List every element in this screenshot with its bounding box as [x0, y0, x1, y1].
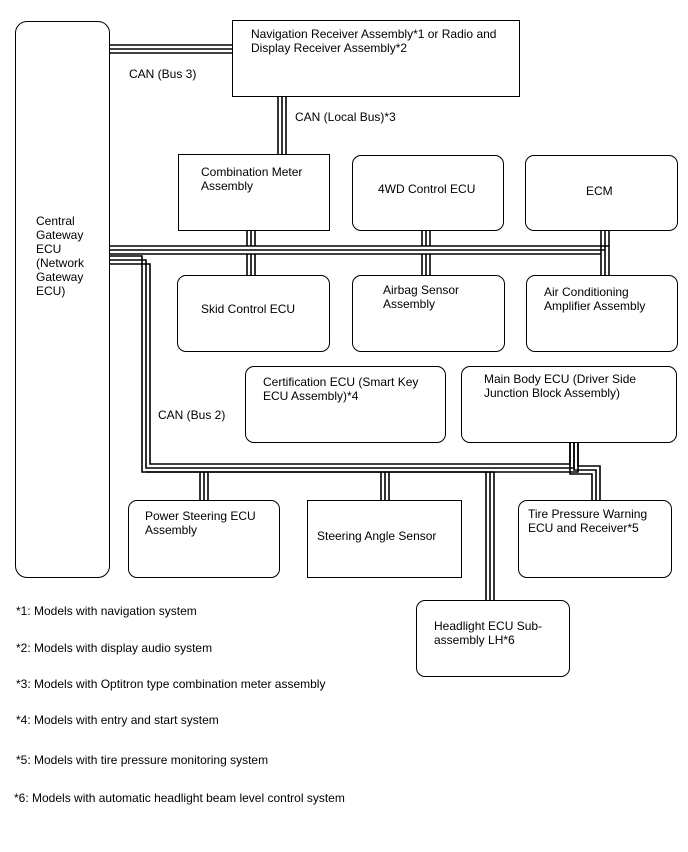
headlight-ecu: Headlight ECU Sub- assembly LH*6	[416, 600, 570, 677]
can-bus-2-lower	[146, 442, 601, 600]
footnote-4: *4: Models with entry and start system	[16, 713, 219, 727]
skid-control-label: Skid Control ECU	[201, 302, 296, 316]
can-bus-2-label: CAN (Bus 2)	[158, 408, 226, 422]
airbag-sensor-assembly: Airbag Sensor Assembly	[352, 275, 505, 352]
footnote-1: *1: Models with navigation system	[16, 604, 197, 618]
can-local-bus-wire	[277, 96, 287, 154]
tire-pressure-label: Tire Pressure Warning ECU and Receiver*5	[528, 507, 648, 535]
can-local-bus-label: CAN (Local Bus)*3	[295, 110, 396, 124]
central-gateway-label: Central Gateway ECU (Network Gateway ECU…	[36, 214, 85, 298]
combination-meter-label: Combination Meter Assembly	[201, 165, 303, 193]
airbag-sensor-label: Airbag Sensor Assembly	[383, 283, 460, 311]
can-bus-3-label: CAN (Bus 3)	[129, 67, 197, 81]
steering-angle-sensor: Steering Angle Sensor	[307, 500, 462, 578]
power-steering-label: Power Steering ECU Assembly	[145, 509, 256, 537]
can-bus-3-wire	[108, 44, 233, 54]
skid-control-ecu: Skid Control ECU	[177, 275, 330, 352]
combination-meter-assembly: Combination Meter Assembly	[178, 154, 330, 231]
certification-ecu: Certification ECU (Smart Key ECU Assembl…	[245, 366, 446, 443]
air-conditioning-label: Air Conditioning Amplifier Assembly	[544, 285, 646, 313]
power-steering-ecu: Power Steering ECU Assembly	[128, 500, 280, 578]
can-bus-upper-trunk	[108, 230, 610, 275]
air-conditioning-amplifier: Air Conditioning Amplifier Assembly	[526, 275, 678, 352]
main-body-ecu: Main Body ECU (Driver Side Junction Bloc…	[461, 366, 677, 443]
4wd-control-ecu: 4WD Control ECU	[352, 155, 504, 231]
ecm: ECM	[525, 155, 678, 231]
navigation-receiver-label: Navigation Receiver Assembly*1 or Radio …	[251, 27, 497, 55]
tire-pressure-warning-ecu: Tire Pressure Warning ECU and Receiver*5	[518, 500, 672, 578]
headlight-ecu-label: Headlight ECU Sub- assembly LH*6	[434, 619, 543, 647]
footnote-6: *6: Models with automatic headlight beam…	[14, 791, 345, 805]
steering-angle-label: Steering Angle Sensor	[317, 529, 437, 543]
main-body-ecu-label: Main Body ECU (Driver Side Junction Bloc…	[484, 372, 637, 400]
footnote-3: *3: Models with Optitron type combinatio…	[16, 677, 326, 691]
central-gateway-ecu: Central Gateway ECU (Network Gateway ECU…	[15, 21, 110, 578]
ecm-label: ECM	[586, 184, 613, 198]
navigation-receiver-assembly: Navigation Receiver Assembly*1 or Radio …	[232, 20, 520, 97]
4wd-control-label: 4WD Control ECU	[378, 182, 476, 196]
certification-ecu-label: Certification ECU (Smart Key ECU Assembl…	[263, 375, 419, 403]
footnote-5: *5: Models with tire pressure monitoring…	[16, 753, 269, 767]
footnote-2: *2: Models with display audio system	[16, 641, 213, 655]
